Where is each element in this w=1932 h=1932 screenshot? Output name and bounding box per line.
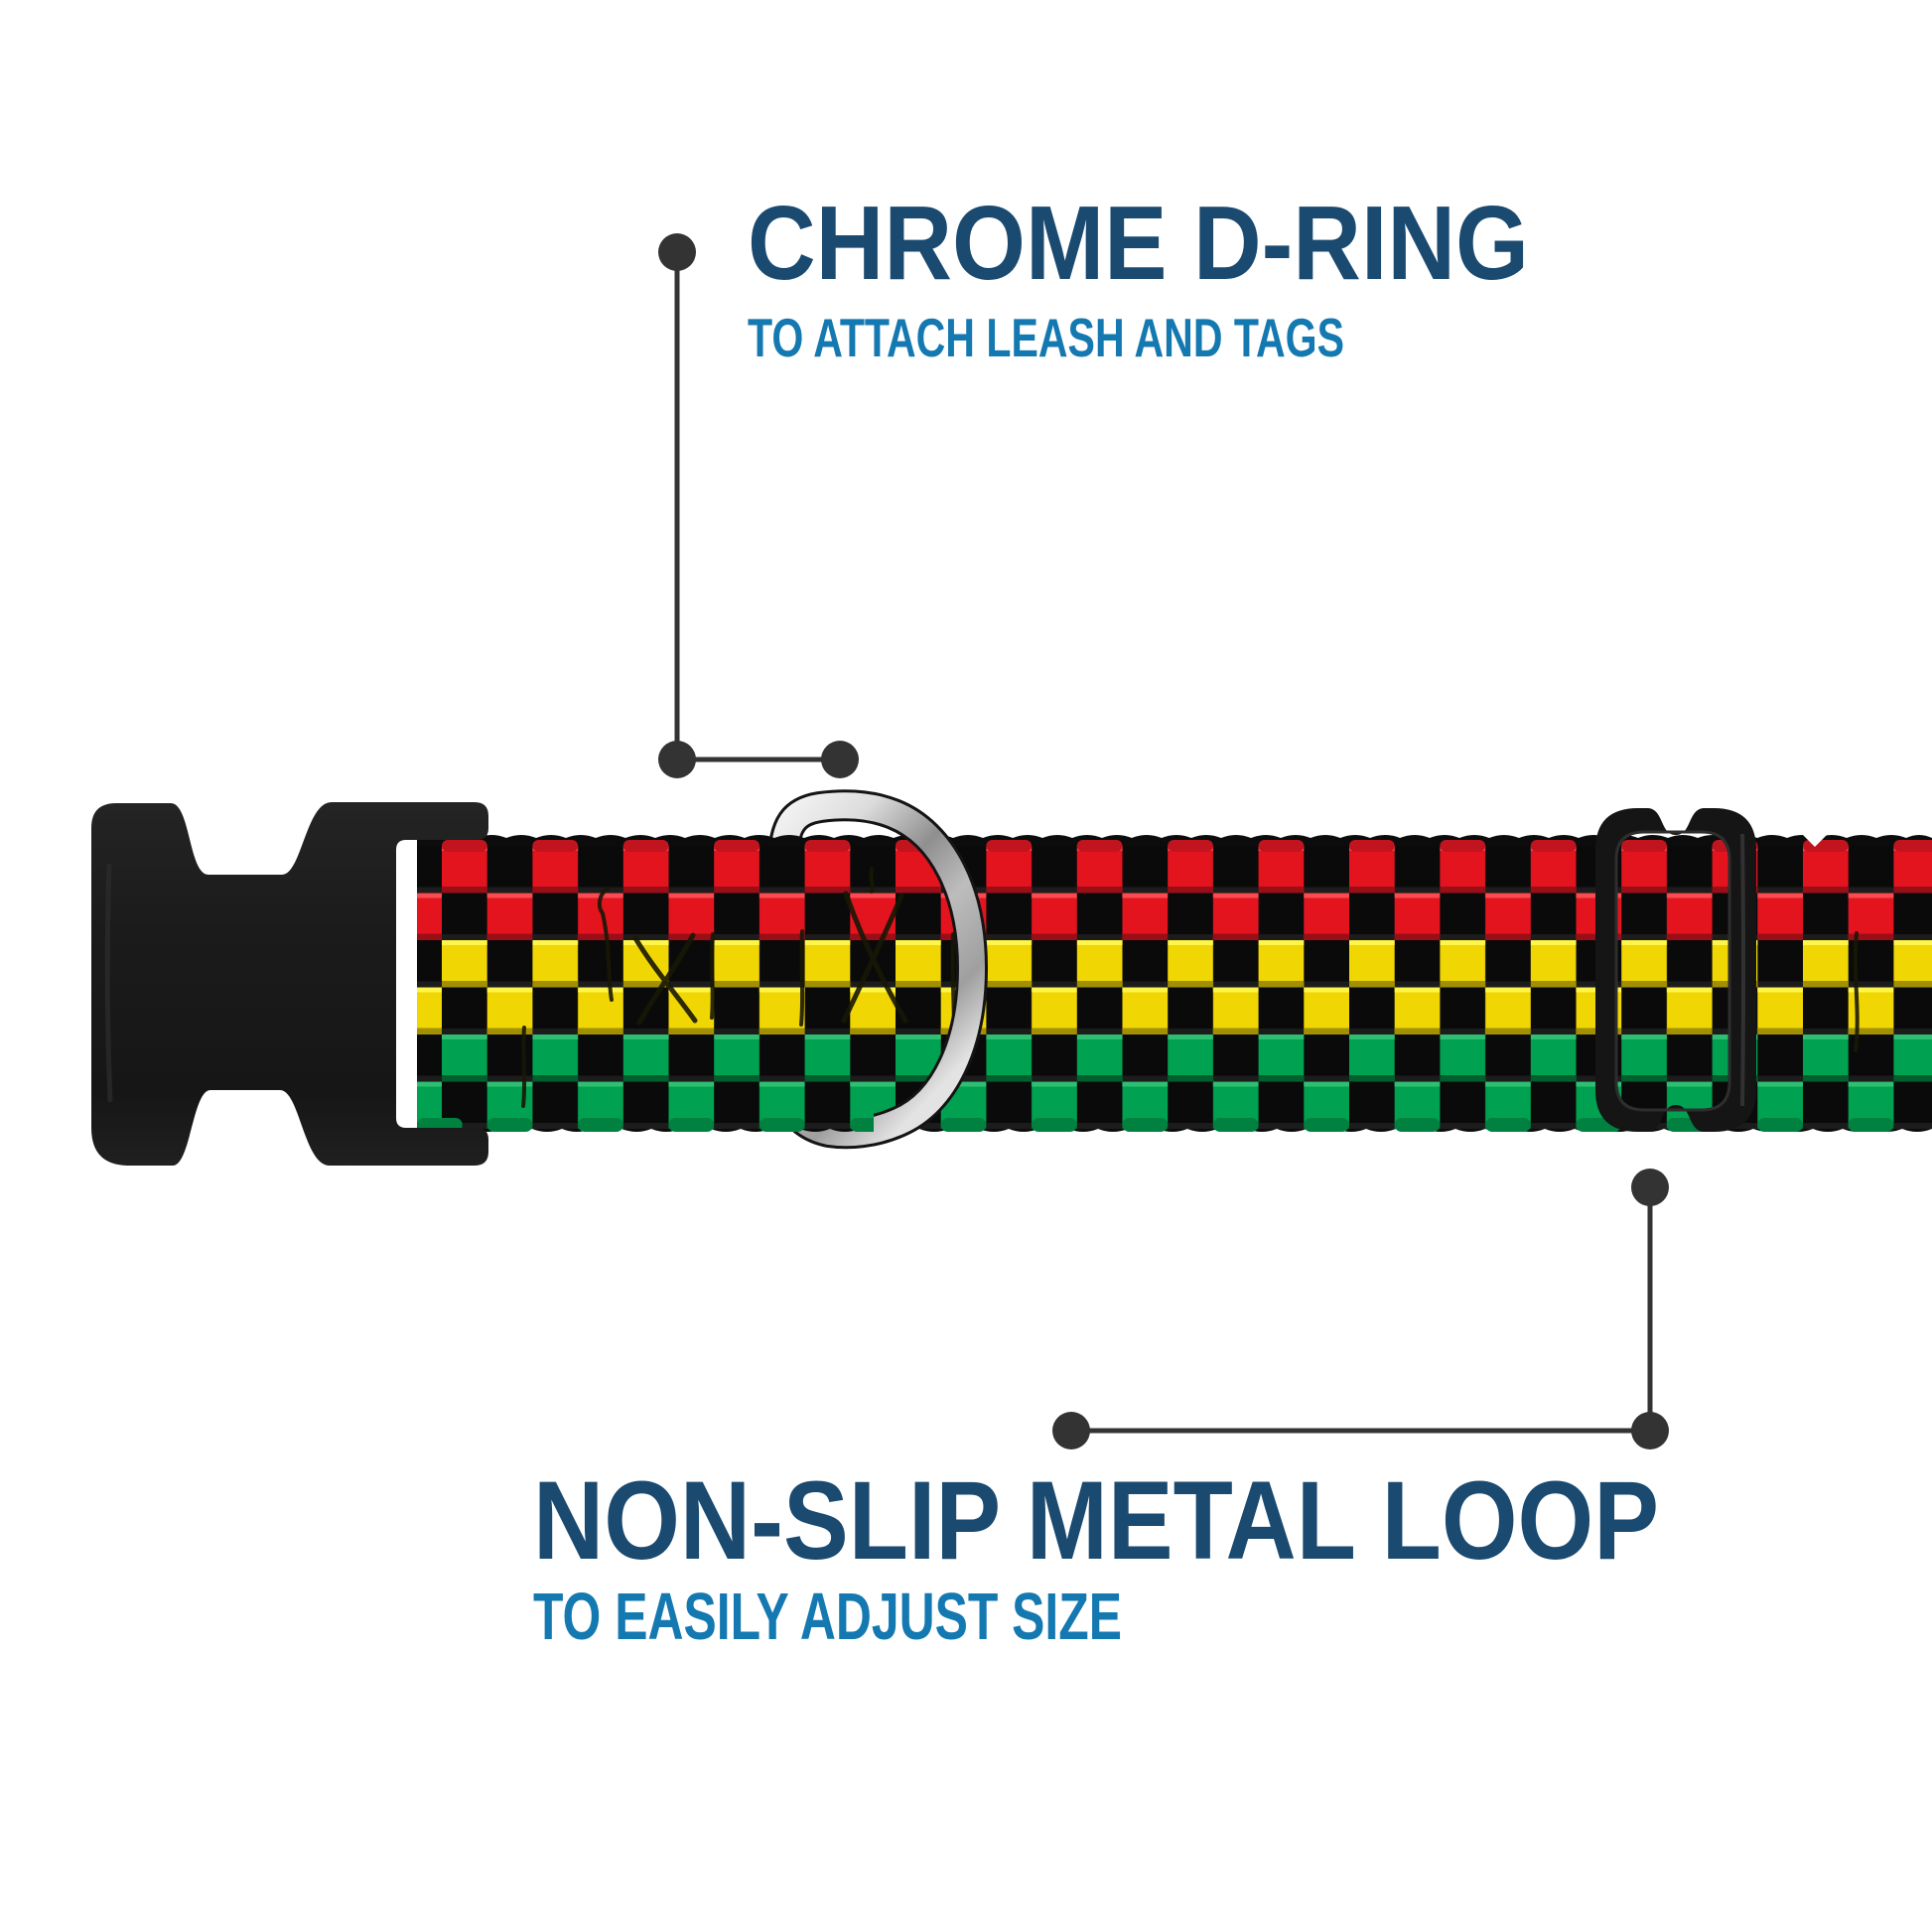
- svg-text:TO ATTACH LEASH AND TAGS: TO ATTACH LEASH AND TAGS: [748, 307, 1344, 368]
- svg-text:NON-SLIP METAL LOOP: NON-SLIP METAL LOOP: [533, 1458, 1659, 1583]
- svg-text:CHROME D-RING: CHROME D-RING: [748, 185, 1529, 302]
- svg-text:TO EASILY ADJUST SIZE: TO EASILY ADJUST SIZE: [533, 1580, 1122, 1654]
